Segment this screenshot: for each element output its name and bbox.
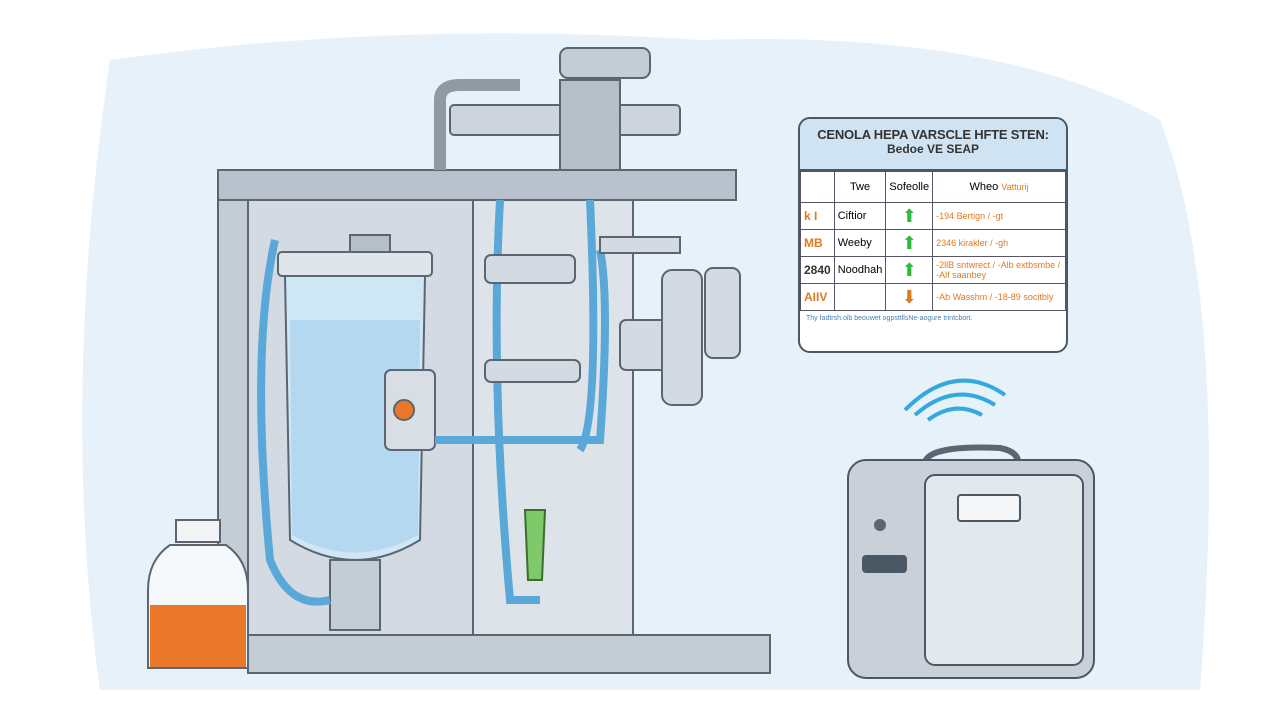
schedule-table: Twe Sofeolle Wheo Vatturij k I Ciftior ⬆…: [800, 171, 1066, 311]
maintenance-schedule-card: CENOLA HEPA VARSCLE HFTE STEN: Bedoe VE …: [798, 117, 1068, 353]
card-title: CENOLA HEPA VARSCLE HFTE STEN:: [817, 127, 1049, 142]
arrow-up-icon: ⬆: [885, 202, 934, 230]
header-note: Vatturij: [1001, 182, 1029, 192]
row-frequency: Ciftior: [833, 202, 887, 230]
row-note: -2llB sntwrect / -Alb extbsmbe / -Alf sa…: [932, 256, 1066, 284]
table-header-row: Twe Sofeolle Wheo Vatturij: [800, 171, 1066, 203]
row-frequency: [833, 283, 887, 311]
card-subtitle: Bedoe VE SEAP: [886, 142, 980, 156]
faucet: [434, 47, 681, 171]
wifi-icon: [903, 378, 1007, 422]
row-label: 2840: [800, 256, 835, 284]
row-label: MB: [800, 229, 835, 257]
header-cell: [800, 171, 835, 203]
arrow-down-icon: ⬇: [885, 283, 934, 311]
green-sensor-probe: [523, 509, 547, 581]
header-cell: Wheo Vatturij: [932, 171, 1066, 203]
arrow-up-icon: ⬆: [885, 256, 934, 284]
row-frequency: Weeby: [833, 229, 887, 257]
table-row: MB Weeby ⬆ 2346 kirakler / -gh: [800, 229, 1066, 257]
arrow-up-icon: ⬆: [885, 229, 934, 257]
card-footer: Thy fadtrsh.oib beouwet ogpsttllsNe-aogu…: [806, 315, 973, 322]
row-label: k I: [800, 202, 835, 230]
table-row: k I Ciftior ⬆ -194 Bertign / -gt: [800, 202, 1066, 230]
row-note: 2346 kirakler / -gh: [932, 229, 1066, 257]
row-frequency: Noodhah: [833, 256, 887, 284]
header-cell: Twe: [833, 171, 887, 203]
card-header: CENOLA HEPA VARSCLE HFTE STEN: Bedoe VE …: [800, 119, 1066, 171]
hoses: [257, 199, 609, 606]
table-row: 2840 Noodhah ⬆ -2llB sntwrect / -Alb ext…: [800, 256, 1066, 284]
filter-canister: [277, 234, 436, 631]
row-label: AIIV: [800, 283, 835, 311]
row-note: -Ab Wasshm / -18-89 socitbly: [932, 283, 1066, 311]
valves: [484, 236, 741, 406]
row-note: -194 Bertign / -gt: [932, 202, 1066, 230]
chemical-bottle: [147, 519, 249, 669]
control-unit: [847, 444, 1095, 679]
header-label: Wheo: [969, 181, 999, 193]
header-cell: Sofeolle: [885, 171, 934, 203]
table-row: AIIV ⬇ -Ab Wasshm / -18-89 socitbly: [800, 283, 1066, 311]
